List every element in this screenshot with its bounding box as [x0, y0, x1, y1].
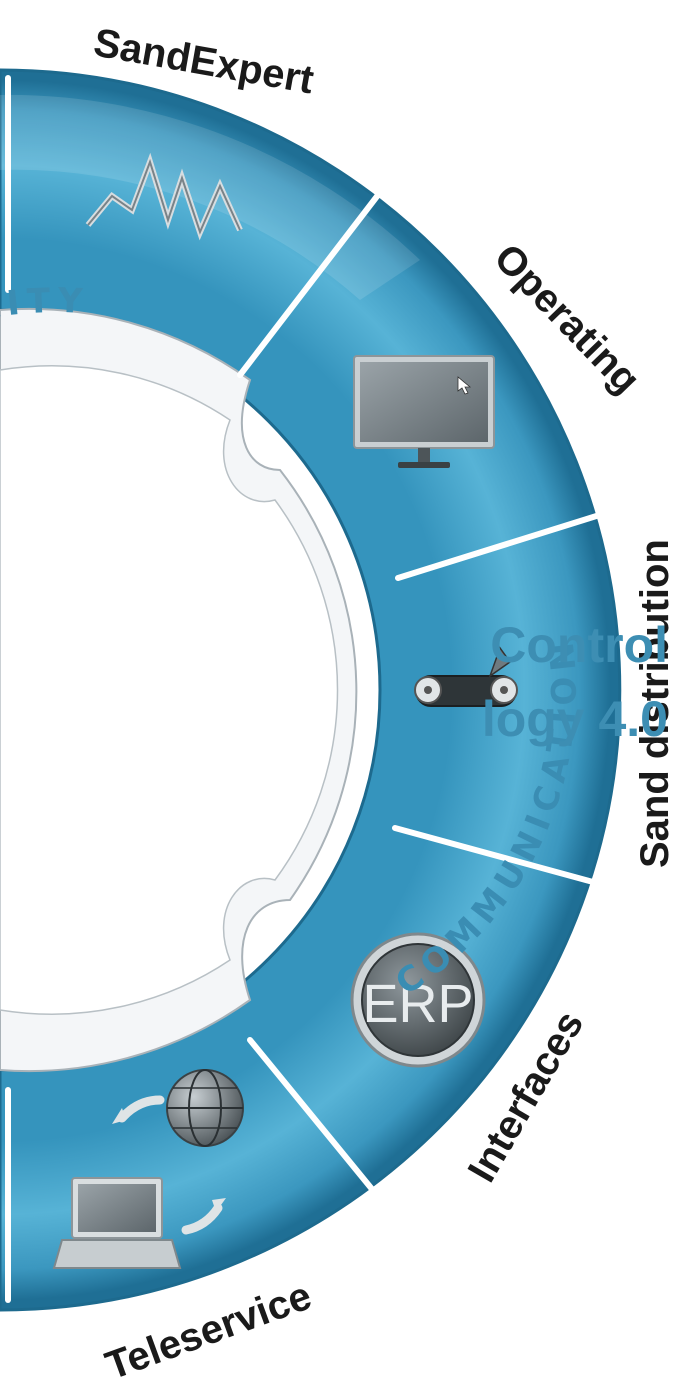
- arrow-icon: [117, 1095, 165, 1123]
- cursor-icon: [457, 376, 472, 395]
- segment-label-sand-distribution: Sand distribution: [633, 539, 677, 868]
- center-title-line2: logy 4.0: [482, 691, 668, 747]
- erp-badge-text: ERP: [362, 974, 473, 1034]
- conveyor-icon: [414, 646, 518, 707]
- ring-highlight: [0, 94, 420, 300]
- segment-dividers: [5, 75, 609, 1303]
- inner-hole: [0, 365, 339, 1015]
- center-title-line1: Control: [490, 617, 668, 673]
- monitor-icon: [353, 355, 495, 468]
- erp-badge-icon: ERP: [350, 932, 486, 1068]
- inner-top-label: LITY: [0, 281, 90, 329]
- laptop-globe-icon: [52, 1069, 244, 1269]
